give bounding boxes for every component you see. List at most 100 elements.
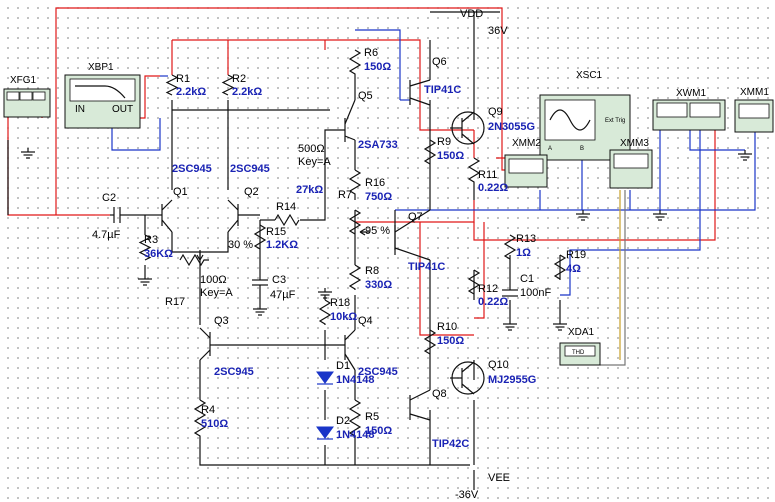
- q10-ref: Q10: [488, 359, 509, 371]
- q9-part: 2N3055G: [488, 121, 535, 133]
- vdd-label: VDD: [460, 8, 483, 20]
- xsc1-b-label: B: [580, 146, 584, 152]
- c1-value: 100nF: [520, 287, 551, 299]
- r1-value: 2.2kΩ: [176, 86, 206, 98]
- r17-ref: R17: [165, 296, 185, 308]
- r2-ref: R2: [232, 73, 246, 85]
- r18-ref: R18: [330, 297, 350, 309]
- q9-ref: Q9: [488, 106, 503, 118]
- transistors: [150, 79, 485, 421]
- r15-value: 1.2KΩ: [266, 239, 298, 251]
- r12-ref: R12: [478, 283, 498, 295]
- r6-ref: R6: [364, 47, 378, 59]
- xda1-title: XDA1: [568, 327, 595, 338]
- r4-ref: R4: [201, 404, 215, 416]
- xmm1-instrument[interactable]: [734, 99, 774, 133]
- r14-body: [274, 213, 300, 227]
- q3-ref: Q3: [214, 315, 229, 327]
- q1-ref: Q1: [173, 186, 188, 198]
- xfg1-instrument[interactable]: [3, 88, 51, 118]
- r19-body: [553, 254, 567, 280]
- wires-probe: [600, 190, 626, 366]
- r3-value: 36KΩ: [144, 248, 173, 260]
- r17-value: 100Ω: [200, 274, 227, 286]
- r6-value: 150Ω: [364, 61, 391, 73]
- r14-value: 27kΩ: [296, 184, 323, 196]
- r17-key: Key=A: [200, 287, 233, 299]
- r7-ref: R7: [338, 189, 352, 201]
- r19-value: 4Ω: [566, 263, 581, 275]
- r17-wiper: [196, 250, 204, 261]
- diodes: [316, 371, 334, 440]
- r19-ref: R19: [566, 249, 586, 261]
- r3-ref: R3: [144, 234, 158, 246]
- q1-part: 2SC945: [172, 163, 212, 175]
- r14-ref: R14: [276, 201, 296, 213]
- xmm3-title: XMM3: [620, 138, 649, 149]
- xfg1-title: XFG1: [10, 75, 37, 86]
- d2-ref: D2: [336, 415, 350, 427]
- xda1-screen-label: THD: [572, 350, 585, 356]
- r10-ref: R10: [437, 321, 457, 333]
- wires-blue: [111, 29, 756, 296]
- r5-ref: R5: [365, 411, 379, 423]
- wires-red: [7, 7, 716, 336]
- xsc1-instrument[interactable]: [539, 94, 631, 161]
- r8-value: 330Ω: [365, 279, 392, 291]
- q2-ref: Q2: [244, 186, 259, 198]
- r13-body: [503, 234, 517, 260]
- xwm1-instrument[interactable]: [652, 99, 726, 131]
- q6-part: TIP41C: [424, 84, 461, 96]
- vee-label: VEE: [488, 472, 510, 484]
- xmm3-instrument[interactable]: [609, 149, 653, 189]
- r2-body: [221, 74, 235, 96]
- xmm1-title: XMM1: [740, 87, 769, 98]
- r2-value: 2.2kΩ: [232, 86, 262, 98]
- r18-body: [318, 299, 332, 325]
- xsc1-a-label: A: [548, 146, 552, 152]
- resistors: [138, 49, 567, 440]
- r7-wiper: [359, 228, 370, 236]
- xbp1-title: XBP1: [88, 62, 114, 73]
- q7-part: TIP41C: [408, 261, 445, 273]
- r16-body: [348, 169, 362, 200]
- r9-value: 150Ω: [437, 150, 464, 162]
- r17-body: [179, 253, 209, 267]
- r18-value: 10kΩ: [330, 311, 357, 323]
- xwm1-title: XWM1: [676, 88, 706, 99]
- r8-body: [348, 264, 362, 290]
- r7-percent: 95 %: [365, 225, 390, 237]
- r3-body: [138, 234, 152, 261]
- r9-ref: R9: [437, 136, 451, 148]
- r11-body: [467, 157, 481, 200]
- r6-body: [348, 49, 362, 80]
- xda1-instrument[interactable]: [559, 342, 601, 366]
- vdd-value: 36V: [488, 25, 508, 37]
- r7-body: [348, 209, 362, 235]
- r13-ref: R13: [516, 233, 536, 245]
- xmm2-instrument[interactable]: [504, 154, 548, 188]
- r16-value: 750Ω: [365, 191, 392, 203]
- r12-body: [467, 269, 481, 295]
- r1-ref: R1: [176, 73, 190, 85]
- q10-part: MJ2955G: [488, 374, 536, 386]
- r5-body: [348, 399, 362, 440]
- xbp1-out-label: OUT: [112, 104, 133, 115]
- c3-value: 47µF: [270, 289, 296, 301]
- r7-key: Key=A: [298, 156, 331, 168]
- q7-ref: Q7: [408, 211, 423, 223]
- r13-value: 1Ω: [516, 247, 531, 259]
- labels: VDD 36V VEE -36V XFG1 XBP1 IN OUT XSC1 A…: [10, 8, 769, 501]
- r9-body: [423, 139, 437, 165]
- c1-ref: C1: [520, 273, 534, 285]
- xsc1-title: XSC1: [576, 70, 603, 81]
- r11-ref: R11: [478, 169, 497, 181]
- q4-ref: Q4: [358, 315, 373, 327]
- d1-value: 1N4148: [336, 374, 375, 386]
- xbp1-in-label: IN: [75, 104, 85, 115]
- r4-value: 510Ω: [201, 418, 228, 430]
- q6-ref: Q6: [432, 56, 447, 68]
- xbp1-instrument[interactable]: [64, 74, 141, 129]
